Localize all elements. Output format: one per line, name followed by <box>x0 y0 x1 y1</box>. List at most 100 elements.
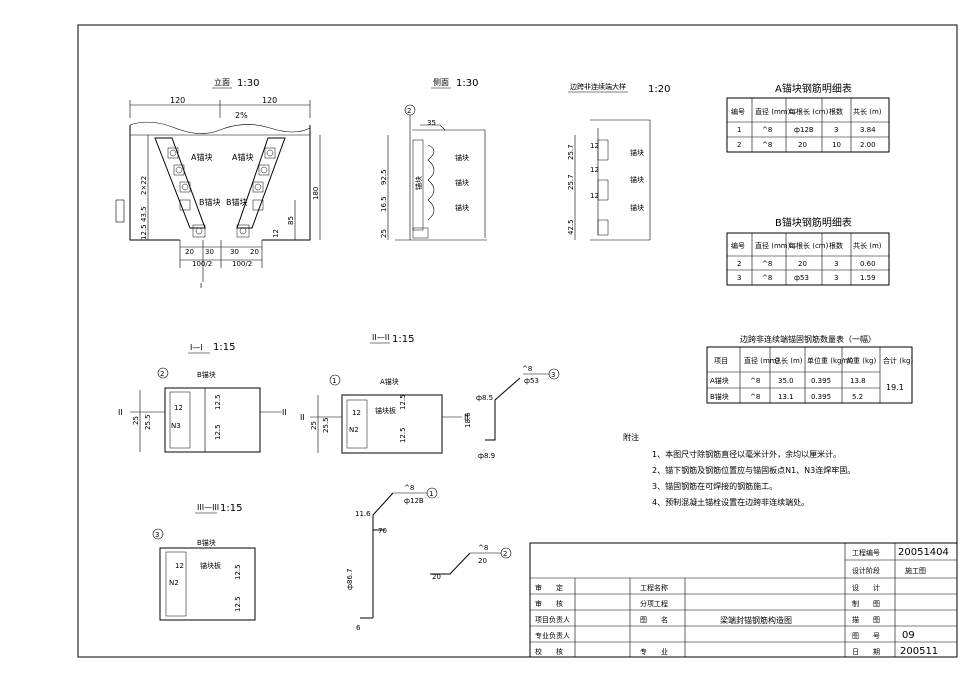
svg-text:每根长 (cm): 每根长 (cm) <box>789 107 829 116</box>
svg-text:35: 35 <box>427 119 436 127</box>
svg-text:12.5: 12.5 <box>140 224 148 240</box>
title-block: 工程编号 20051404 设计阶段 施工图 审 定 审 核 项目负责人 专业负… <box>529 542 958 658</box>
svg-text:直径 (mm): 直径 (mm) <box>755 241 791 250</box>
svg-text:35.0: 35.0 <box>778 377 794 385</box>
svg-text:II: II <box>300 413 305 422</box>
front-view-scale: 1:30 <box>237 78 259 89</box>
note-1: 1、本图尺寸除钢筋直径以毫米计外，余均以厘米计。 <box>652 449 841 459</box>
notes-heading: 附注 <box>623 432 639 442</box>
svg-text:共长 (m): 共长 (m) <box>853 107 882 116</box>
svg-text:^8: ^8 <box>762 126 772 134</box>
svg-text:2×22: 2×22 <box>140 176 148 195</box>
table-a-title: A锚块钢筋明细表 <box>775 82 852 95</box>
svg-text:项目负责人: 项目负责人 <box>535 615 570 624</box>
svg-text:图 号: 图 号 <box>852 632 880 640</box>
table-b-title: B锚块钢筋明细表 <box>775 216 852 229</box>
svg-text:日 期: 日 期 <box>852 648 880 656</box>
front-view: 立面 1:30 120 120 2% A锚块 A锚块 <box>115 77 321 290</box>
svg-text:25.5: 25.5 <box>144 414 152 430</box>
svg-text:12.5: 12.5 <box>234 564 242 580</box>
svg-text:42.5: 42.5 <box>567 219 575 235</box>
svg-text:设 计: 设 计 <box>852 583 880 592</box>
svg-text:I: I <box>200 282 202 290</box>
svg-text:ф12B: ф12B <box>794 126 814 134</box>
section-2-title: II—II <box>372 333 389 342</box>
section-2: II—II 1:15 1 A锚块 12 N2 锚块板 II II 25 25.5… <box>300 333 469 454</box>
svg-text:N2: N2 <box>169 579 179 587</box>
svg-text:共长 (m): 共长 (m) <box>853 241 882 250</box>
svg-text:3: 3 <box>834 260 838 268</box>
svg-text:1.59: 1.59 <box>860 274 876 282</box>
svg-text:ф86.7: ф86.7 <box>346 568 354 590</box>
svg-text:ф8.5: ф8.5 <box>476 394 493 402</box>
svg-text:B锚块: B锚块 <box>197 370 216 379</box>
drawing-date: 200511 <box>900 646 938 657</box>
svg-text:^8: ^8 <box>762 141 772 149</box>
svg-text:100/2: 100/2 <box>232 260 252 268</box>
svg-text:20: 20 <box>250 248 259 256</box>
svg-text:锚块: 锚块 <box>414 176 423 190</box>
quantity-table: 边跨非连续端锚固钢筋数量表（一幅） 项目 直径 (mm) 总长 (m) 单位重 … <box>706 334 913 404</box>
svg-text:25.7: 25.7 <box>567 144 575 160</box>
svg-text:ф12B: ф12B <box>404 497 424 505</box>
svg-text:25.5: 25.5 <box>322 417 330 433</box>
section-3-scale: 1:15 <box>220 503 242 514</box>
svg-text:12: 12 <box>174 404 183 412</box>
front-view-title: 立面 <box>214 77 230 87</box>
svg-text:^8: ^8 <box>478 544 488 552</box>
svg-text:2: 2 <box>737 260 741 268</box>
svg-text:工程编号: 工程编号 <box>852 548 880 557</box>
svg-text:^8: ^8 <box>762 274 772 282</box>
svg-text:项目: 项目 <box>714 357 728 365</box>
svg-text:12.5: 12.5 <box>399 427 407 443</box>
svg-text:^8: ^8 <box>762 260 772 268</box>
svg-text:B锚块: B锚块 <box>710 392 729 401</box>
note-4: 4、预制混凝土锚栓设置在边跨非连续端处。 <box>652 497 809 507</box>
section-1-title: I—I <box>190 343 203 352</box>
svg-text:25: 25 <box>380 229 388 238</box>
svg-text:43.5: 43.5 <box>140 206 148 222</box>
side-view-scale: 1:30 <box>456 78 478 89</box>
svg-text:编号: 编号 <box>731 241 745 250</box>
svg-text:12: 12 <box>590 166 599 174</box>
svg-text:0.395: 0.395 <box>811 393 831 401</box>
svg-text:120: 120 <box>262 96 277 105</box>
svg-text:3: 3 <box>155 531 159 539</box>
svg-text:分项工程: 分项工程 <box>640 599 668 608</box>
svg-text:制 图: 制 图 <box>852 599 880 608</box>
svg-text:锚块: 锚块 <box>455 153 469 162</box>
svg-text:18.6: 18.6 <box>464 412 472 428</box>
svg-text:0.60: 0.60 <box>860 260 876 268</box>
svg-text:施工图: 施工图 <box>905 566 926 575</box>
svg-text:13.1: 13.1 <box>778 393 794 401</box>
svg-text:25: 25 <box>310 421 318 430</box>
sheet-number: 09 <box>902 630 915 641</box>
notes-block: 附注 1、本图尺寸除钢筋直径以毫米计外，余均以厘米计。 2、锚下钢筋及钢筋位置应… <box>623 432 855 507</box>
svg-text:II: II <box>118 408 123 417</box>
svg-text:B锚块: B锚块 <box>197 538 216 547</box>
svg-text:单位重 (kg/m): 单位重 (kg/m) <box>807 356 854 365</box>
svg-text:10: 10 <box>832 141 841 149</box>
svg-text:根数: 根数 <box>829 107 843 116</box>
svg-text:180: 180 <box>312 187 320 200</box>
svg-text:13.8: 13.8 <box>850 377 866 385</box>
svg-text:锚块: 锚块 <box>630 175 644 184</box>
svg-text:2: 2 <box>160 370 164 378</box>
svg-text:^8: ^8 <box>750 377 760 385</box>
svg-text:85: 85 <box>287 216 295 225</box>
svg-text:20: 20 <box>432 573 441 581</box>
rebar-1-shape: 1 ^8 ф12B 11.6 70 ф86.7 6 <box>346 484 438 632</box>
svg-text:3.84: 3.84 <box>860 126 876 134</box>
svg-text:图 名: 图 名 <box>640 615 668 624</box>
svg-text:12.5: 12.5 <box>234 596 242 612</box>
svg-text:审 核: 审 核 <box>535 599 563 608</box>
svg-text:根数: 根数 <box>829 241 843 250</box>
side-view-title: 侧面 <box>433 77 449 87</box>
svg-text:11.6: 11.6 <box>355 510 371 518</box>
svg-text:12: 12 <box>590 142 599 150</box>
svg-text:1: 1 <box>429 490 433 498</box>
svg-text:20: 20 <box>185 248 194 256</box>
svg-text:2%: 2% <box>235 111 248 120</box>
svg-text:A锚块: A锚块 <box>191 152 212 162</box>
svg-text:描 图: 描 图 <box>852 615 880 624</box>
